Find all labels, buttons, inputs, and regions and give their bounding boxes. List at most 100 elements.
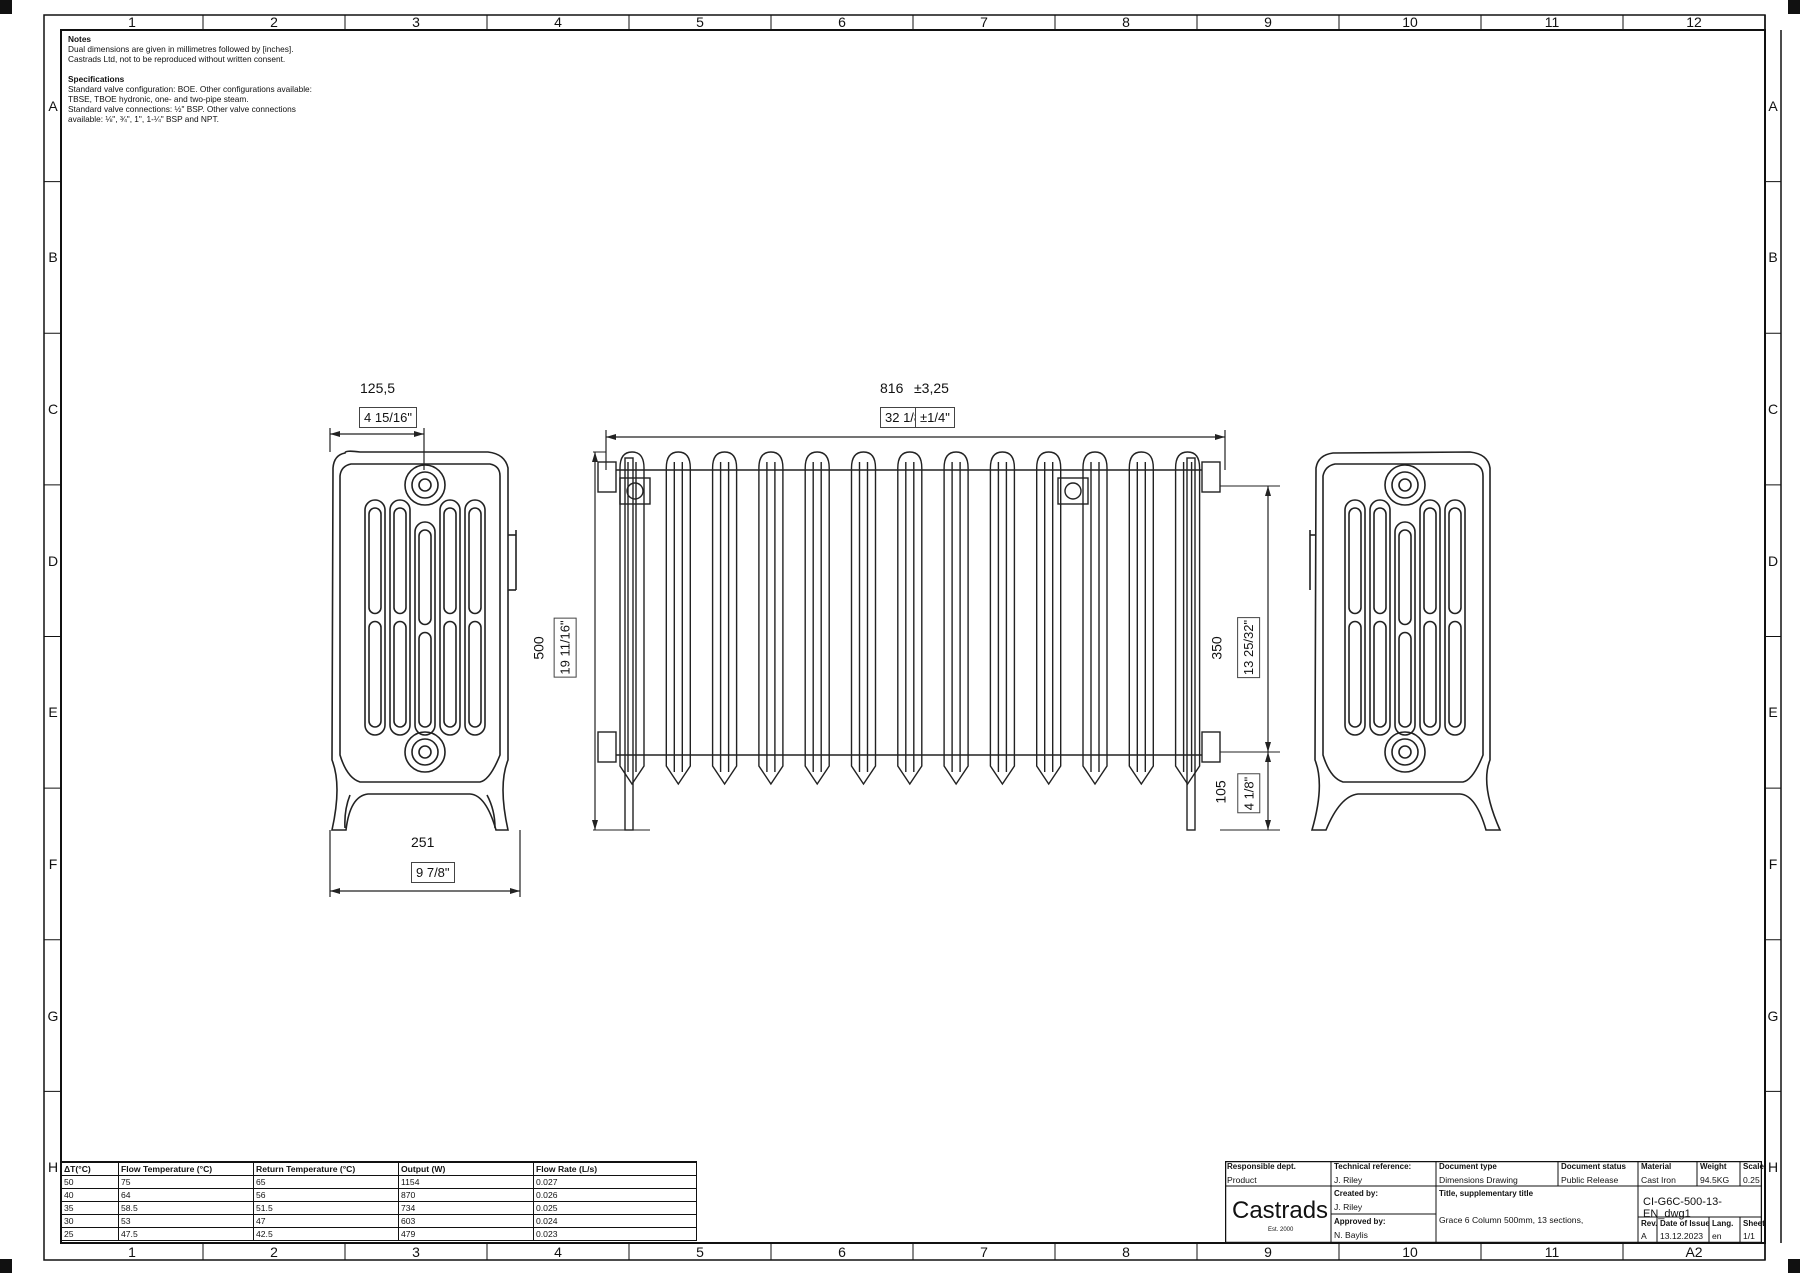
table-cell: 0.027 — [533, 1175, 697, 1189]
doc-type-label: Document type — [1439, 1162, 1497, 1171]
grid-column-label: 8 — [1122, 1244, 1130, 1260]
approved-by-label: Approved by: — [1334, 1217, 1386, 1226]
lang-label: Lang. — [1712, 1219, 1734, 1228]
table-header-cell: Flow Temperature (°C) — [118, 1161, 254, 1176]
table-cell: 47.5 — [118, 1227, 254, 1241]
grid-column-label: 3 — [412, 14, 420, 30]
grid-row-label: F — [1768, 855, 1778, 872]
date-label: Date of Issue — [1660, 1219, 1710, 1228]
title-block: Responsible dept. Product Technical refe… — [1225, 1161, 1765, 1243]
dim-centres-mm: 350 — [1208, 636, 1225, 660]
grid-column-label: 10 — [1402, 1244, 1418, 1260]
doc-status-value: Public Release — [1561, 1175, 1619, 1185]
table-cell: 50 — [61, 1175, 119, 1189]
table-header-row: ΔT(°C) Flow Temperature (°C) Return Temp… — [61, 1161, 697, 1176]
grid-column-label: 7 — [980, 14, 988, 30]
dim-width-mm: 816 — [880, 380, 904, 396]
logo-est: Est. 2000 — [1268, 1227, 1294, 1233]
grid-row-label: H — [1767, 1159, 1779, 1176]
table-cell: 0.026 — [533, 1188, 697, 1202]
grid-column-label: 7 — [980, 1244, 988, 1260]
table-cell: 0.025 — [533, 1201, 697, 1215]
grid-row-label: D — [47, 552, 59, 569]
notes-title: Notes — [68, 34, 92, 44]
dim-floor-mm: 105 — [1212, 780, 1229, 804]
notes-block: Notes Dual dimensions are given in milli… — [68, 34, 368, 124]
grid-row-label: C — [1767, 401, 1779, 418]
table-cell: 30 — [61, 1214, 119, 1228]
table-cell: 40 — [61, 1188, 119, 1202]
table-cell: 75 — [118, 1175, 254, 1189]
rev-value: A — [1641, 1231, 1647, 1241]
rev-label: Rev. — [1641, 1219, 1658, 1228]
dim-foot-width-in: 9 7/8" — [411, 862, 455, 883]
title-block-grid — [1225, 1161, 1762, 1243]
table-cell: 47 — [253, 1214, 399, 1228]
castrads-logo: Castrads — [1232, 1197, 1329, 1224]
right-side-view — [1309, 451, 1502, 831]
responsible-dept-label: Responsible dept. — [1227, 1162, 1296, 1171]
dim-width-tolerance-in: ±1/4" — [915, 407, 955, 428]
grid-row-label: B — [48, 249, 58, 266]
table-header-cell: ΔT(°C) — [61, 1161, 119, 1176]
grid-column-label: 12 — [1686, 14, 1702, 30]
drawing-number: CI-G6C-500-13-EN_dwg1 — [1643, 1196, 1722, 1220]
responsible-dept-value: Product — [1227, 1175, 1257, 1185]
spec-line: Standard valve connections: ½" BSP. Othe… — [68, 104, 296, 114]
grid-column-label: 11 — [1544, 1244, 1560, 1260]
dim-depth-top-mm: 125,5 — [360, 380, 396, 396]
grid-column-label: 2 — [270, 1244, 278, 1260]
grid-column-label: 1 — [128, 1244, 136, 1260]
grid-row-label: B — [1768, 249, 1778, 266]
grid-row-label: E — [48, 704, 58, 721]
table-cell: 870 — [398, 1188, 534, 1202]
dim-height-mm: 500 — [530, 636, 547, 660]
dim-height-in: 19 11/16" — [553, 617, 577, 678]
table-header-cell: Flow Rate (L/s) — [533, 1161, 697, 1176]
grid-row-label: G — [47, 1007, 59, 1024]
dim-depth-top-in: 4 15/16" — [359, 407, 417, 428]
table-cell: 734 — [398, 1201, 534, 1215]
grid-row-label: D — [1767, 552, 1779, 569]
title-value: Grace 6 Column 500mm, 13 sections, — [1439, 1215, 1584, 1225]
notes-line: Dual dimensions are given in millimetres… — [68, 44, 294, 54]
grid-column-label: 10 — [1402, 14, 1418, 30]
corner-mark — [0, 1259, 12, 1273]
grid-column-label: 2 — [270, 14, 278, 30]
table-cell: 35 — [61, 1201, 119, 1215]
grid-column-label: 1 — [128, 14, 136, 30]
grid-column-label: A2 — [1685, 1244, 1703, 1260]
doc-type-value: Dimensions Drawing — [1439, 1175, 1518, 1185]
table-cell: 603 — [398, 1214, 534, 1228]
grid-row-label: A — [48, 97, 58, 114]
corner-mark — [1788, 1259, 1800, 1273]
table-cell: 65 — [253, 1175, 399, 1189]
created-by-label: Created by: — [1334, 1189, 1379, 1198]
spec-line: Standard valve configuration: BOE. Other… — [68, 84, 312, 94]
front-view — [593, 451, 1280, 831]
grid-column-label: 11 — [1544, 14, 1560, 30]
sheet-value: 1/1 — [1743, 1231, 1755, 1241]
corner-mark — [1788, 0, 1800, 14]
weight-label: Weight — [1700, 1162, 1727, 1171]
tech-ref-value: J. Riley — [1334, 1175, 1363, 1185]
table-cell: 0.023 — [533, 1227, 697, 1241]
left-side-view — [331, 450, 517, 831]
grid-column-label: 5 — [696, 14, 704, 30]
weight-value: 94.5KG — [1700, 1175, 1730, 1185]
grid-column-label: 9 — [1264, 1244, 1272, 1260]
grid-column-label: 6 — [838, 14, 846, 30]
grid-row-label: E — [1768, 704, 1778, 721]
grid-column-label: 4 — [554, 1244, 562, 1260]
spec-line: TBSE, TBOE hydronic, one- and two-pipe s… — [68, 94, 249, 104]
grid-column-label: 6 — [838, 1244, 846, 1260]
corner-mark — [0, 0, 12, 14]
grid-column-label: 3 — [412, 1244, 420, 1260]
grid-column-label: 4 — [554, 14, 562, 30]
